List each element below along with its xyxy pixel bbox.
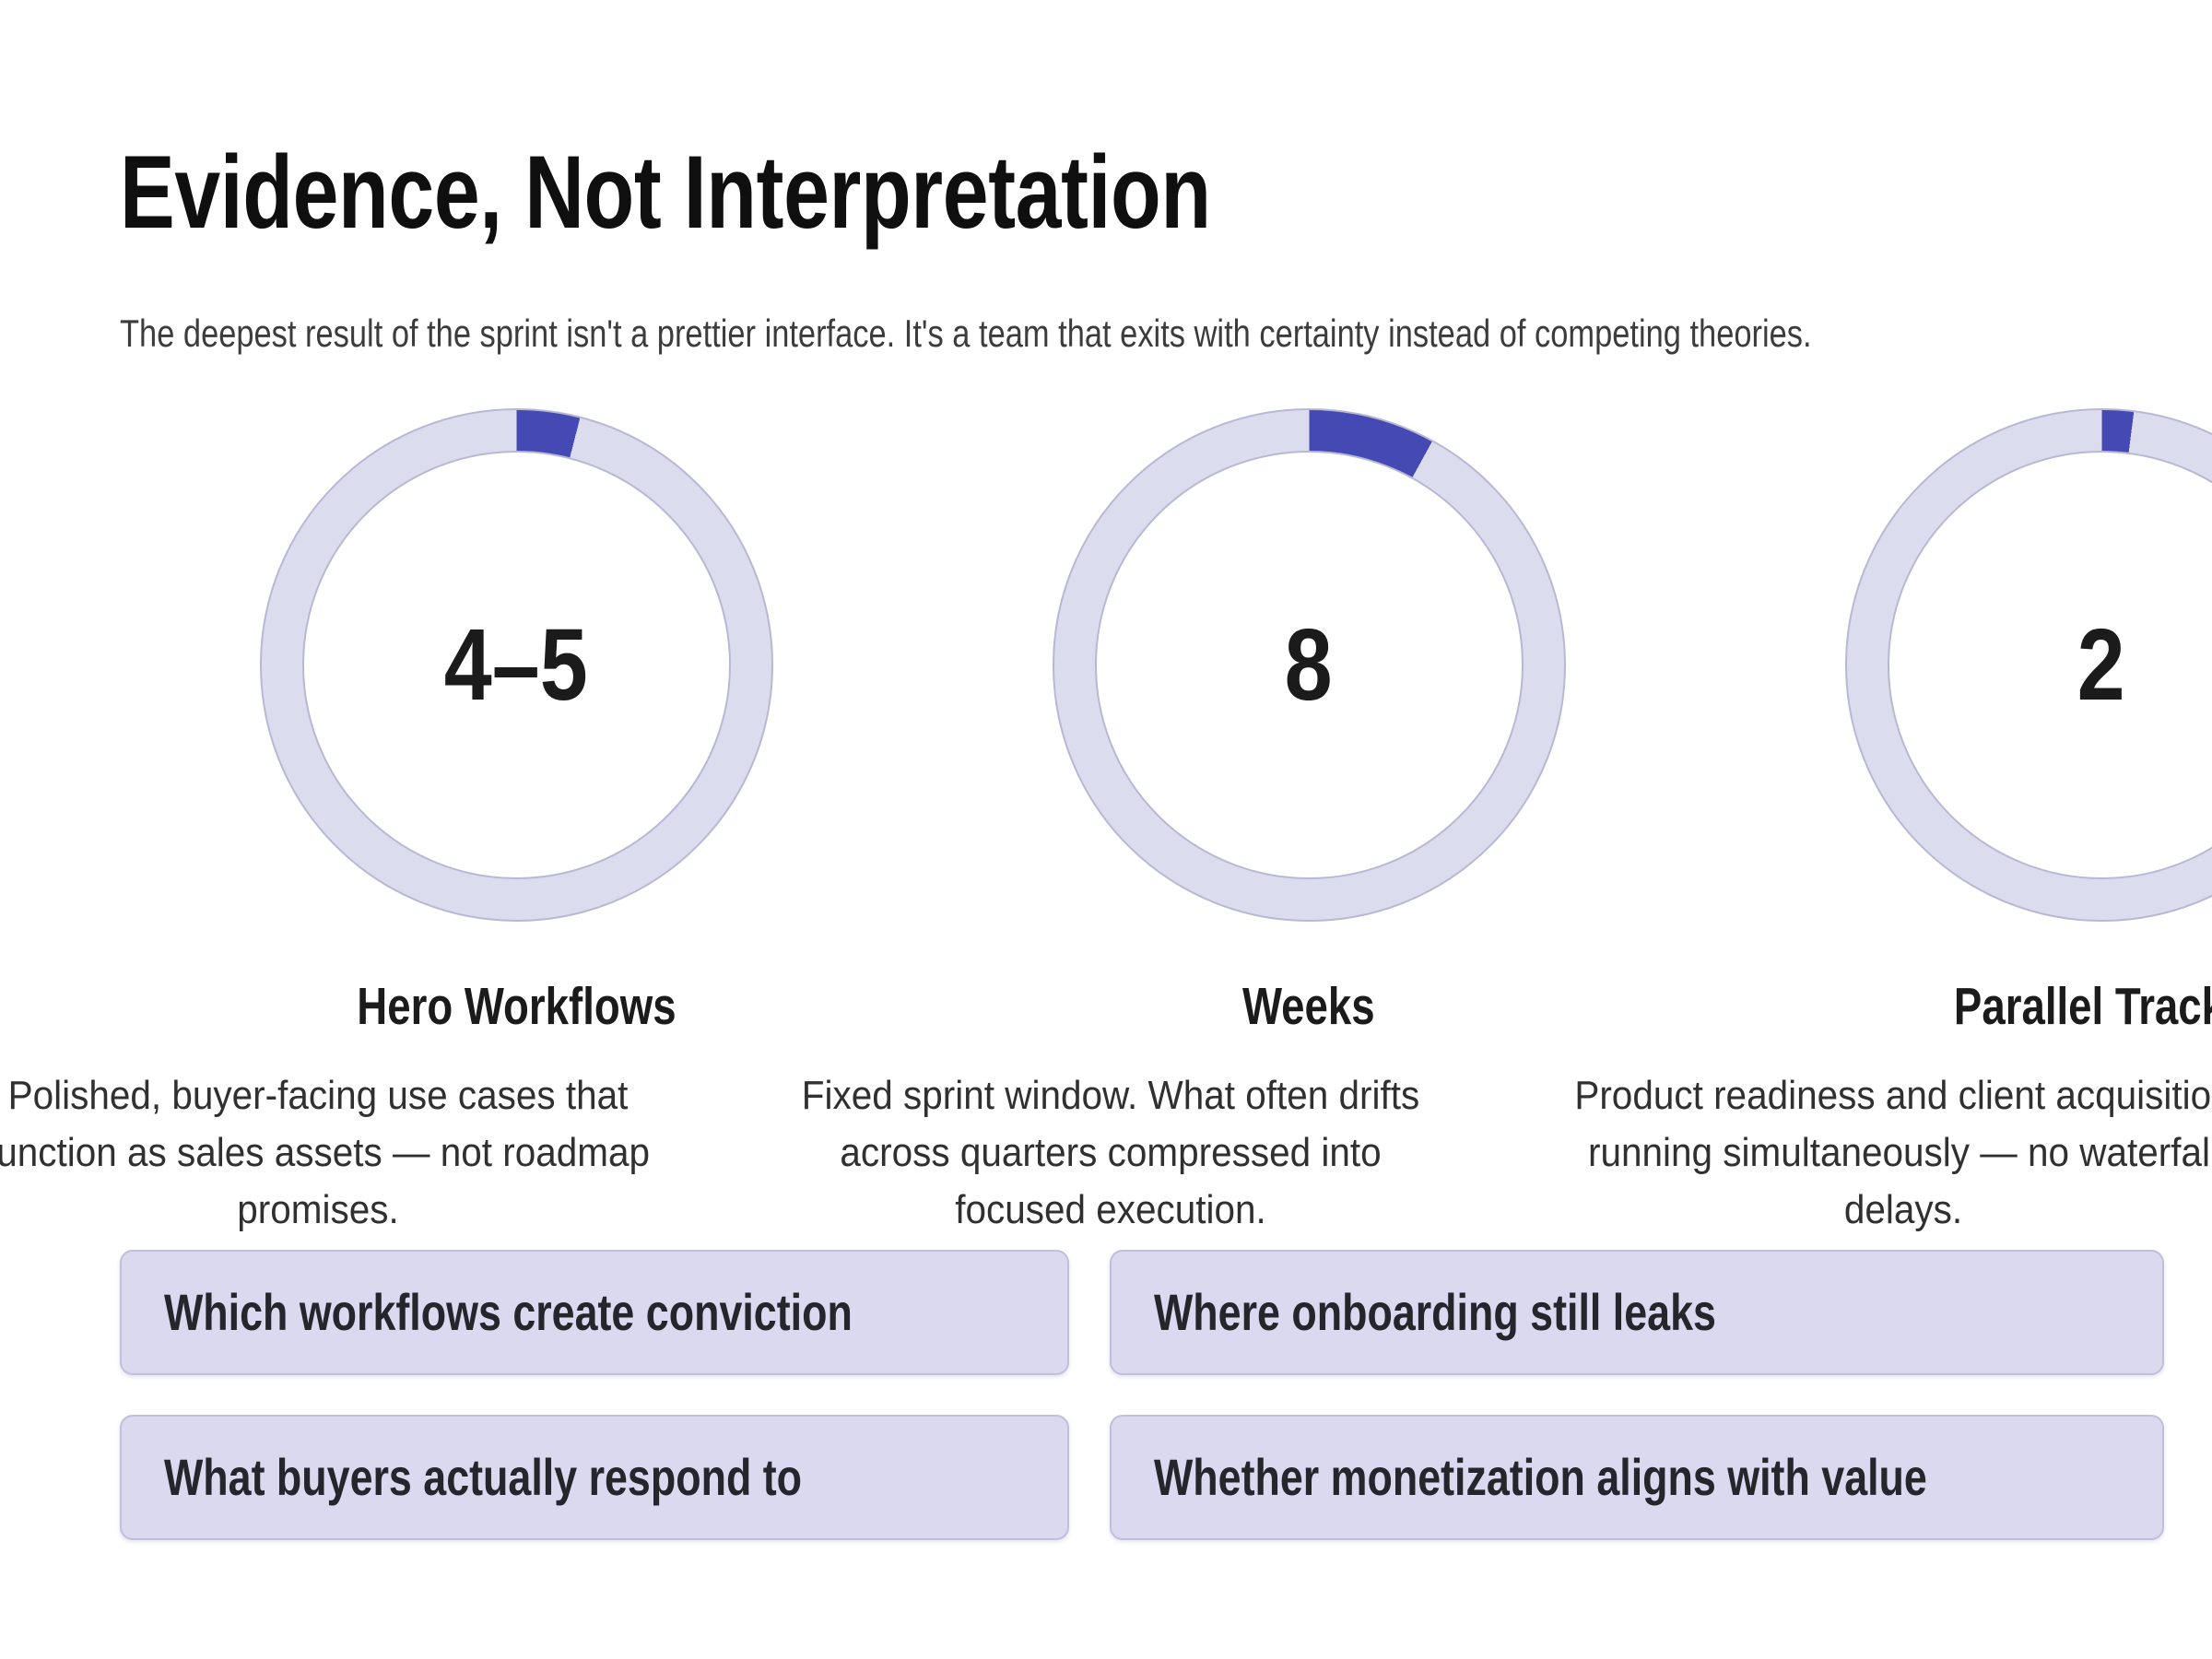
pill-label-text: Where onboarding still leaks [1153, 1282, 1716, 1341]
pill-label-text: Which workflows create conviction [164, 1282, 853, 1341]
stat-description: Fixed sprint window. What often drifts a… [801, 1072, 1420, 1232]
stat-value-text: 8 [1284, 607, 1334, 722]
stat-value: 8 [1280, 607, 1336, 722]
subtitle-text: The deepest result of the sprint isn't a… [120, 312, 1812, 355]
stat-label-text: Hero Workflows [356, 977, 677, 1037]
stat-description: Polished, buyer-facing use cases that fu… [0, 1072, 651, 1232]
page-title-text: Evidence, Not Interpretation [120, 135, 1211, 250]
pill-workflows-conviction: Which workflows create conviction [120, 1249, 1069, 1375]
donut-hole: 8 [1094, 451, 1524, 880]
pill-label: Whether monetization aligns with value [1153, 1447, 2121, 1506]
pill-monetization-value: Whether monetization aligns with value [1109, 1414, 2165, 1540]
stat-parallel-tracks: 2 Parallel Tracks Product readiness and … [1574, 408, 2212, 1238]
stat-value: 4–5 [431, 607, 601, 722]
stat-label: Parallel Tracks [1705, 975, 2212, 1038]
pill-label-text: Whether monetization aligns with value [1153, 1447, 1927, 1506]
stat-value: 2 [2073, 607, 2129, 722]
subtitle: The deepest result of the sprint isn't a… [120, 311, 2092, 357]
stat-value-text: 4–5 [443, 607, 589, 722]
stat-label: Hero Workflows [120, 975, 912, 1038]
stat-description: Product readiness and client acquisition… [1574, 1072, 2212, 1232]
stat-value-text: 2 [2077, 607, 2126, 722]
pill-buyers-respond: What buyers actually respond to [120, 1414, 1069, 1540]
pill-label: What buyers actually respond to [164, 1447, 961, 1506]
stat-label-text: Weeks [1242, 977, 1375, 1037]
donut-chart-weeks: 8 [1052, 408, 1566, 923]
donut-hole: 4–5 [301, 451, 731, 880]
pill-label: Which workflows create conviction [164, 1282, 1025, 1341]
pill-label-text: What buyers actually respond to [164, 1447, 803, 1506]
insight-pills: Which workflows create conviction Where … [120, 1249, 2165, 1540]
stats-row: 4–5 Hero Workflows Polished, buyer-facin… [0, 408, 2212, 1238]
stat-weeks: 8 Weeks Fixed sprint window. What often … [802, 408, 1705, 1238]
pill-onboarding-leaks: Where onboarding still leaks [1109, 1249, 2165, 1375]
stat-hero-workflows: 4–5 Hero Workflows Polished, buyer-facin… [0, 408, 912, 1238]
stat-label-text: Parallel Tracks [1954, 977, 2212, 1037]
page-title: Evidence, Not Interpretation [120, 141, 2092, 244]
donut-chart-hero-workflows: 4–5 [259, 408, 773, 923]
donut-chart-parallel-tracks: 2 [1844, 408, 2212, 923]
stat-label: Weeks [912, 975, 1705, 1038]
pill-label: Where onboarding still leaks [1153, 1282, 1856, 1341]
slide: Evidence, Not Interpretation The deepest… [0, 141, 2212, 1540]
donut-hole: 2 [1887, 451, 2212, 880]
